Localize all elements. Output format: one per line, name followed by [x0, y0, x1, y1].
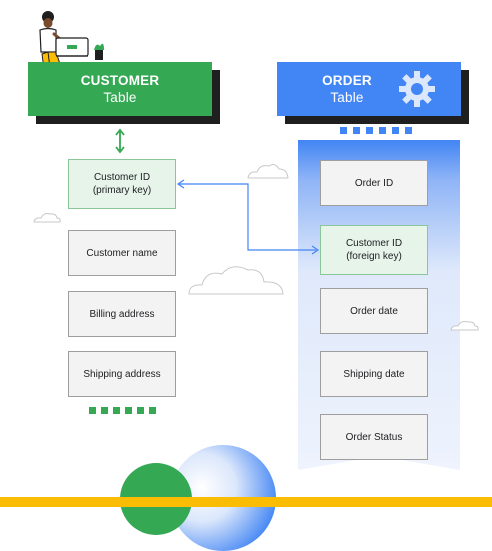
- customer-table-header: CUSTOMER Table: [28, 62, 212, 116]
- blue-dots-row: [340, 127, 420, 135]
- customer-id-primary-key-field: Customer ID (primary key): [68, 159, 176, 209]
- gear-icon: [399, 71, 435, 107]
- customer-name-label: Customer name: [86, 247, 158, 259]
- order-status-field: Order Status: [320, 414, 428, 460]
- shipping-address-field: Shipping address: [68, 351, 176, 397]
- order-date-label: Order date: [350, 305, 398, 317]
- shipping-address-label: Shipping address: [83, 368, 161, 380]
- customer-id-foreign-key-field: Customer ID (foreign key): [320, 225, 428, 275]
- customer-table-title: CUSTOMER: [80, 73, 160, 88]
- customer-table-subtitle: Table: [103, 90, 137, 105]
- shipping-date-label: Shipping date: [343, 368, 405, 380]
- order-id-label: Order ID: [354, 177, 394, 189]
- billing-address-label: Billing address: [89, 308, 155, 320]
- yellow-bottom-bar: [0, 497, 492, 507]
- order-id-field: Order ID: [320, 160, 428, 206]
- order-date-field: Order date: [320, 288, 428, 334]
- green-dots-row: [89, 407, 169, 415]
- cloud-icon: [188, 266, 284, 295]
- double-arrow-icon: [115, 128, 125, 154]
- customer-id-foreign-key-label: Customer ID (foreign key): [345, 238, 403, 262]
- order-status-label: Order Status: [345, 431, 403, 443]
- billing-address-field: Billing address: [68, 291, 176, 337]
- order-table-title: ORDER: [322, 73, 372, 88]
- shipping-date-field: Shipping date: [320, 351, 428, 397]
- order-table-subtitle: Table: [330, 90, 364, 105]
- customer-name-field: Customer name: [68, 230, 176, 276]
- cloud-icon: [450, 321, 479, 331]
- cloud-icon: [247, 164, 289, 179]
- relationship-connector: [176, 179, 320, 255]
- customer-id-primary-key-label: Customer ID (primary key): [92, 172, 152, 196]
- cloud-icon: [33, 213, 61, 223]
